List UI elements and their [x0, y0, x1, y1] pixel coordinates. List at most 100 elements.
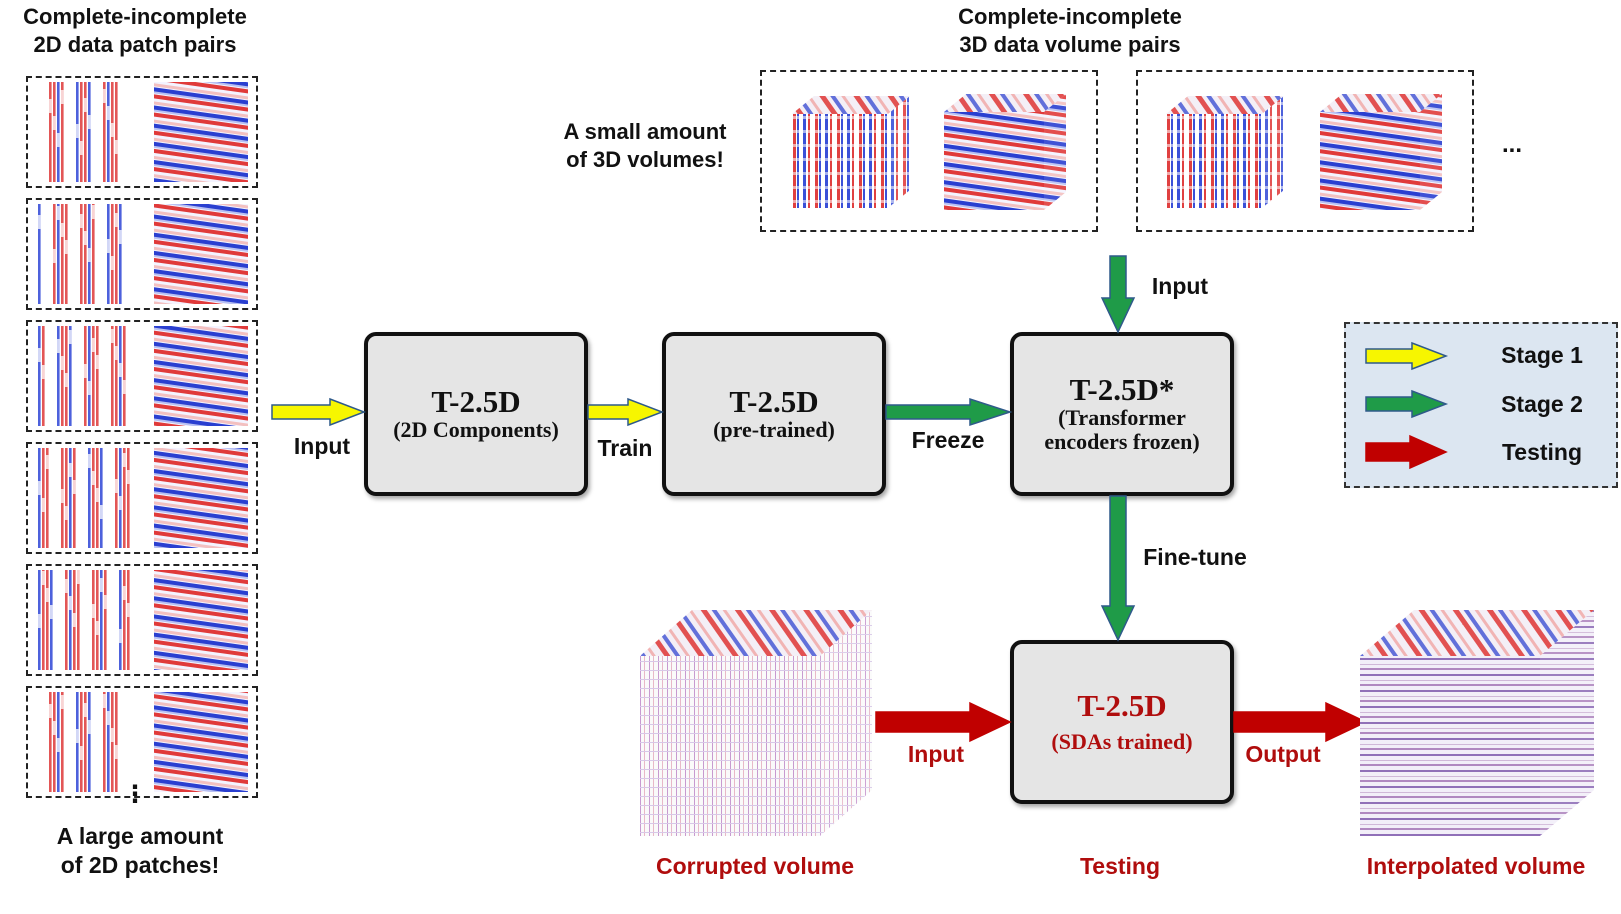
- trace-stripe: [119, 204, 122, 304]
- trace-gap: [53, 721, 56, 735]
- pretrained-box-title: T-2.5D: [729, 383, 819, 419]
- trace-gap: [103, 694, 106, 708]
- trace-gap: [80, 141, 83, 155]
- legend-testing-arrow: [1365, 434, 1448, 470]
- trace-gap: [103, 89, 106, 103]
- complete-patch-fill: [154, 692, 248, 792]
- trace-gap: [92, 471, 95, 485]
- trace-gap: [65, 506, 68, 520]
- patch-pair: [36, 692, 248, 792]
- trace-gap: [88, 454, 91, 468]
- trace-stripe: [57, 82, 60, 182]
- patch-pair-frame: [26, 686, 258, 798]
- trace-gap: [53, 116, 56, 130]
- trace-gap: [38, 481, 41, 495]
- legend-testing-label: Testing: [1501, 439, 1583, 465]
- trace-gap: [96, 488, 99, 502]
- trace-gap: [46, 588, 49, 602]
- arrow-label-output: Output: [1245, 741, 1321, 767]
- trace-gap: [76, 729, 79, 743]
- patch-pair-frame: [26, 442, 258, 554]
- trace-stripe: [61, 204, 64, 304]
- trace-gap: [104, 595, 107, 609]
- patch-pair-frame: [26, 198, 258, 310]
- trace-stripe: [119, 570, 122, 670]
- top-ellipsis: ...: [1501, 131, 1522, 158]
- cube-side-face: [1540, 610, 1594, 836]
- trace-gap: [96, 621, 99, 635]
- trace-gap: [84, 364, 87, 378]
- trace-stripe: [127, 448, 130, 548]
- trace-stripe: [38, 326, 41, 426]
- cube-front-face: [944, 112, 1044, 210]
- trace-gap: [49, 99, 52, 113]
- trace-stripe: [73, 448, 76, 548]
- left-title-line2: 2D data patch pairs: [33, 31, 237, 57]
- trace-stripe: [123, 448, 126, 548]
- patch-pair: [36, 82, 248, 182]
- trace-gap: [73, 613, 76, 627]
- trace-gap: [92, 604, 95, 618]
- trace-gap: [46, 455, 49, 469]
- patch-pair-frame: [26, 564, 258, 676]
- left-caption-line1: A large amount: [56, 823, 224, 849]
- trace-stripe: [103, 692, 106, 792]
- trace-stripe: [115, 326, 118, 426]
- trace-stripe: [38, 448, 41, 548]
- trace-gap: [61, 356, 64, 370]
- trace-stripe: [127, 570, 130, 670]
- trace-gap: [61, 489, 64, 503]
- complete-patch-fill: [154, 570, 248, 670]
- trace-stripe: [84, 82, 87, 182]
- trace-gap: [88, 248, 91, 262]
- trace-stripe: [111, 326, 114, 426]
- incomplete-patch: [36, 326, 132, 426]
- top-caption-line2: of 3D volumes!: [566, 146, 724, 172]
- trace-gap: [123, 453, 126, 467]
- incomplete-patch: [36, 570, 132, 670]
- trace-stripe: [92, 570, 95, 670]
- trace-stripe: [100, 448, 103, 548]
- interpolated-volume: [1360, 610, 1594, 836]
- trace-stripe: [103, 82, 106, 182]
- complete-patch: [154, 692, 248, 792]
- trace-gap: [38, 614, 41, 628]
- trained-box-title: T-2.5D: [1077, 687, 1167, 723]
- incomplete-volume-2: [1166, 96, 1284, 208]
- arrow-train: [587, 397, 665, 427]
- arrow-label-finetune: Fine-tune: [1143, 544, 1247, 570]
- legend-stage1-arrow: [1365, 341, 1449, 371]
- trace-stripe: [115, 448, 118, 548]
- arrows-layer: [271, 255, 1449, 743]
- complete-volume-2: [1320, 94, 1442, 210]
- arrow-input-left: [271, 397, 367, 427]
- trace-stripe: [77, 570, 80, 670]
- cube-side-face: [1262, 96, 1284, 208]
- cube-top-face: [1320, 94, 1442, 112]
- complete-patch-fill: [154, 326, 248, 426]
- trace-stripe: [57, 204, 60, 304]
- trace-stripe: [80, 692, 83, 792]
- trace-stripe: [42, 570, 45, 670]
- top-panel-title: Complete-incomplete 3D data volume pairs: [915, 3, 1225, 58]
- trace-gap: [127, 470, 130, 484]
- cube-side-face: [1420, 94, 1442, 210]
- trace-gap: [65, 579, 68, 593]
- t25d-frozen-box: T-2.5D* (Transformer encoders frozen): [1010, 332, 1234, 496]
- incomplete-patch: [36, 82, 132, 182]
- arrow-freeze: [885, 397, 1013, 427]
- complete-volume-1: [944, 94, 1066, 210]
- testing-label: Testing: [1079, 853, 1161, 879]
- trace-gap: [80, 214, 83, 228]
- components-box-subtitle: (2D Components): [393, 417, 559, 443]
- trace-stripe: [115, 204, 118, 304]
- corrupted-volume: [640, 610, 872, 836]
- trace-gap: [100, 505, 103, 519]
- legend-stage2-arrow: [1365, 389, 1449, 419]
- trace-stripe: [92, 204, 95, 304]
- trace-stripe: [61, 692, 64, 792]
- trace-gap: [65, 240, 68, 254]
- components-box-title: T-2.5D: [431, 383, 521, 419]
